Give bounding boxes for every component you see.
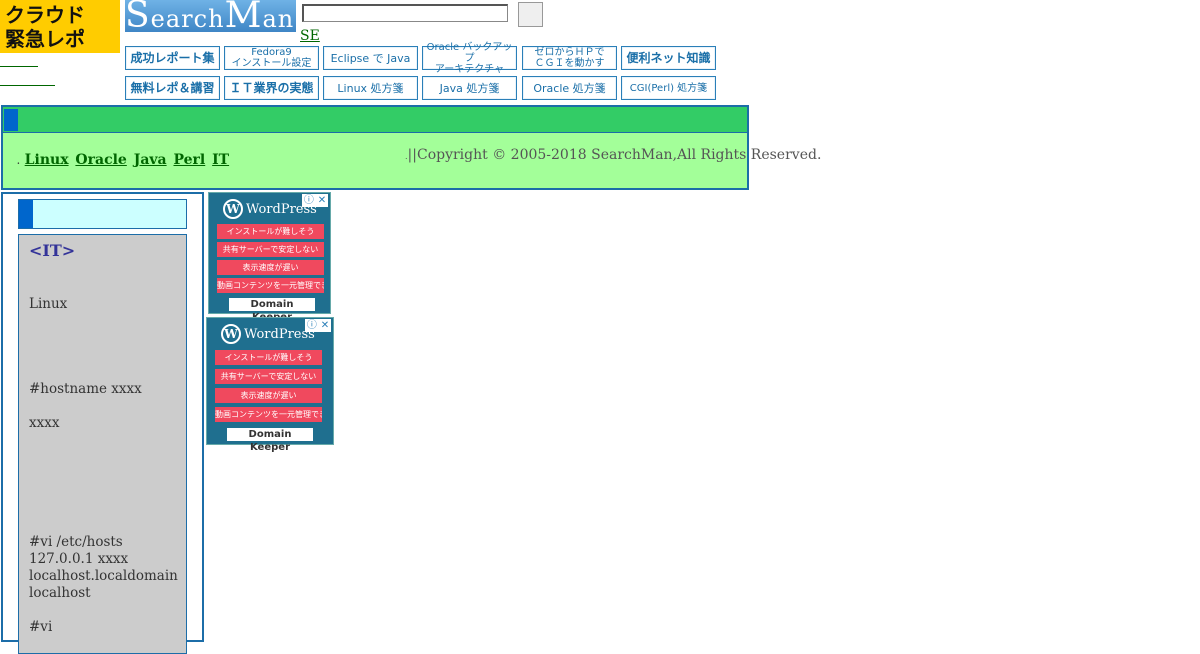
nav-label: Linux 処方箋 <box>337 81 404 95</box>
left-link-2[interactable] <box>0 77 55 86</box>
link-oracle[interactable]: Oracle <box>75 152 127 168</box>
ad-row: 動画コンテンツを一元管理できない <box>215 407 322 422</box>
search-input[interactable] <box>302 4 508 22</box>
sidebar-heading: <IT> <box>29 241 76 260</box>
nav-fedora9[interactable]: Fedora9 インストール設定 <box>224 46 319 70</box>
sidebar-title-box <box>18 199 187 229</box>
left-link-group <box>0 58 55 96</box>
sidebar-line: #vi <box>29 619 53 635</box>
sidebar-line: localhost.localdomain <box>29 568 178 584</box>
wordpress-icon: W <box>221 324 241 344</box>
sidebar-line: localhost <box>29 585 91 601</box>
logo-text-an: an <box>262 5 295 32</box>
nav-label: Oracle 処方箋 <box>533 81 606 95</box>
nav-label: Oracle バックアップ アーキテクチャ <box>426 41 513 75</box>
sidebar-line: Linux <box>29 296 68 312</box>
se-link[interactable]: SE <box>300 28 320 44</box>
nav-label: 便利ネット知識 <box>626 50 711 65</box>
bullet-icon: . <box>17 156 20 166</box>
ad-brand: WordPress <box>246 201 317 217</box>
ad-row: インストールが難しそう <box>215 350 322 365</box>
nav-label: ゼロからＨＰで ＣＧＩを動かす <box>534 47 605 69</box>
close-icon[interactable]: ✕ <box>317 195 327 206</box>
sidebar-line: xxxx <box>29 415 60 431</box>
ad-footer: Domain Keeper <box>227 428 313 453</box>
nav-label: Fedora9 インストール設定 <box>231 47 312 69</box>
left-link-1[interactable] <box>0 58 38 67</box>
sidebar-line: #vi /etc/hosts <box>29 534 123 550</box>
ad-footer: Domain Keeper <box>229 298 315 323</box>
link-it[interactable]: IT <box>212 152 230 168</box>
link-perl[interactable]: Perl <box>173 152 206 168</box>
wordpress-icon: W <box>223 199 243 219</box>
sidebar-accent-square <box>19 200 33 228</box>
close-icon[interactable]: ✕ <box>320 320 330 331</box>
copyright-label: ||Copyright © 2005-2018 SearchMan,All Ri… <box>407 147 822 163</box>
sidebar-content-box <box>18 234 187 654</box>
cloud-report-logo[interactable]: クラウド 緊急レポ <box>0 0 120 53</box>
ad-close-controls[interactable]: ⓘ✕ <box>302 194 328 207</box>
link-linux[interactable]: Linux <box>24 152 69 168</box>
logo-text-earch: earch <box>150 5 225 32</box>
ad-row: 共有サーバーで安定しない <box>217 242 324 257</box>
nav-label: Eclipse で Java <box>330 51 411 65</box>
nav-linux-rx[interactable]: Linux 処方箋 <box>323 76 418 100</box>
sidebar-line: 127.0.0.1 xxxx <box>29 551 129 567</box>
banner-category-links: . Linux Oracle Java Perl IT <box>17 152 231 168</box>
nav-oracle-backup[interactable]: Oracle バックアップ アーキテクチャ <box>422 42 517 75</box>
nav-label: CGI(Perl) 処方箋 <box>629 82 708 94</box>
nav-cgi-hp[interactable]: ゼロからＨＰで ＣＧＩを動かす <box>522 46 617 70</box>
copyright-text: .||Copyright © 2005-2018 SearchMan,All R… <box>405 147 821 163</box>
ad-brand: WordPress <box>244 326 315 342</box>
searchman-logo[interactable]: SearchMan <box>125 0 296 32</box>
cloud-logo-line1: クラウド <box>5 3 85 27</box>
banner-accent-square <box>4 109 18 131</box>
nav-oracle-rx[interactable]: Oracle 処方箋 <box>522 76 617 100</box>
nav-label: Java 処方箋 <box>439 81 500 95</box>
ad-row: インストールが難しそう <box>217 224 324 239</box>
nav-net-knowledge[interactable]: 便利ネット知識 <box>621 46 716 70</box>
banner-title-bar <box>3 107 747 133</box>
ad-close-controls[interactable]: ⓘ✕ <box>305 319 331 332</box>
bullet-icon: . <box>405 152 408 161</box>
logo-letter-s: S <box>125 0 151 32</box>
nav-cgi-perl-rx[interactable]: CGI(Perl) 処方箋 <box>621 76 716 100</box>
ad-row: 共有サーバーで安定しない <box>215 369 322 384</box>
search-button[interactable] <box>518 2 543 27</box>
nav-free-reports[interactable]: 無料レポ＆講習 <box>125 76 220 100</box>
info-icon[interactable]: ⓘ <box>306 320 317 331</box>
nav-label: 成功レポート集 <box>130 50 215 65</box>
sidebar-line: #hostname xxxx <box>29 381 142 397</box>
nav-eclipse-java[interactable]: Eclipse で Java <box>323 46 418 70</box>
cloud-logo-line2: 緊急レポ <box>5 27 85 51</box>
info-icon[interactable]: ⓘ <box>303 195 314 206</box>
ad-row: 表示速度が遅い <box>215 388 322 403</box>
nav-label: ＩＴ業界の実態 <box>229 80 314 95</box>
nav-java-rx[interactable]: Java 処方箋 <box>422 76 517 100</box>
ad-row: 動画コンテンツを一元管理できない <box>217 278 324 293</box>
logo-letter-m: M <box>224 0 263 32</box>
ad-row: 表示速度が遅い <box>217 260 324 275</box>
nav-it-industry[interactable]: ＩＴ業界の実態 <box>224 76 319 100</box>
link-java[interactable]: Java <box>133 152 167 168</box>
nav-label: 無料レポ＆講習 <box>130 80 215 95</box>
nav-success-reports[interactable]: 成功レポート集 <box>125 46 220 70</box>
